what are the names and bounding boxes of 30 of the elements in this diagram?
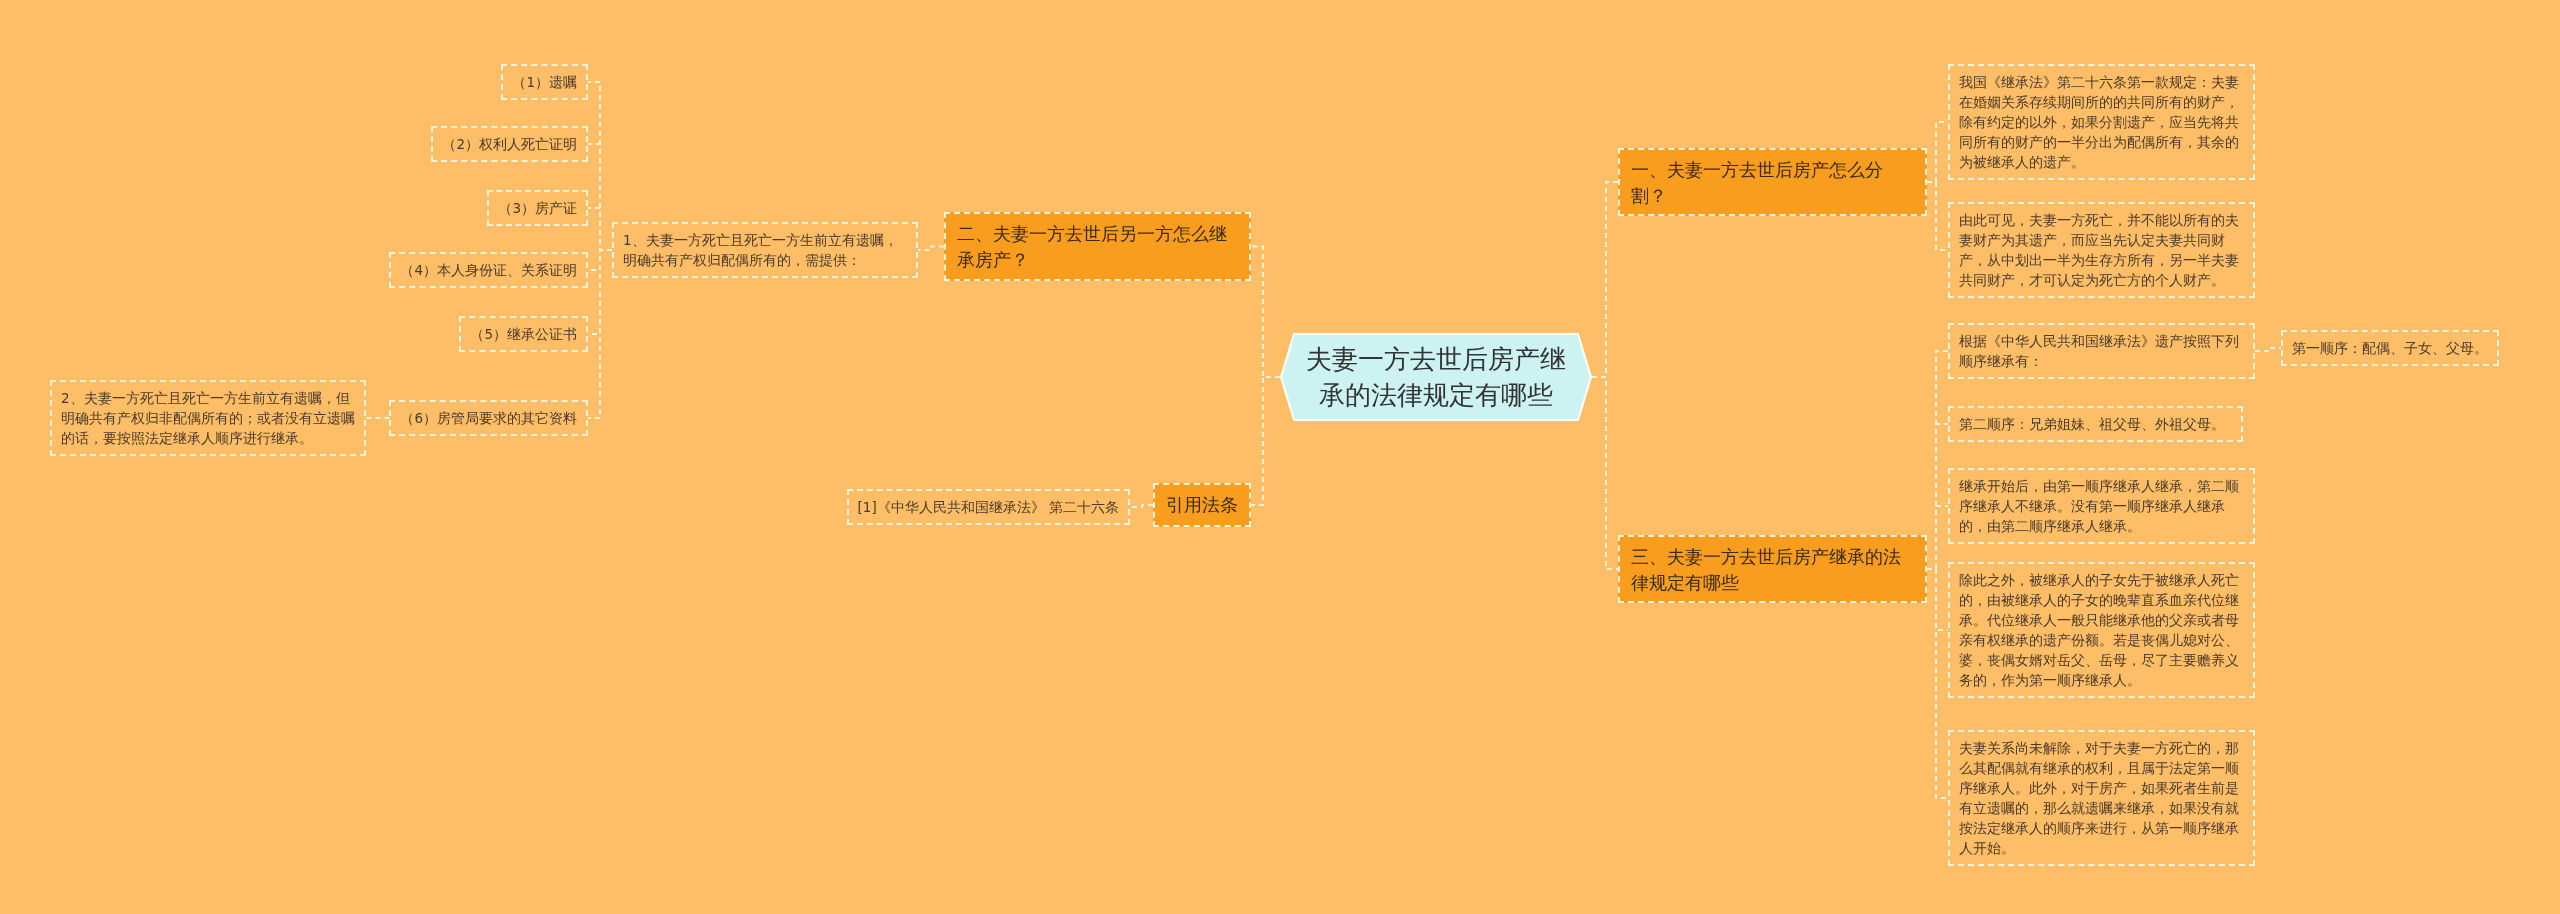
note-box: 第一顺序：配偶、子女、父母。 [2281, 330, 2499, 366]
topic-box: 二、夫妻一方去世后另一方怎么继承房产？ [944, 212, 1251, 281]
topic-box: 一、夫妻一方去世后房产怎么分割？ [1618, 148, 1927, 216]
connector-line [1926, 568, 1949, 799]
note-box: 继承开始后，由第一顺序继承人继承，第二顺序继承人不继承。没有第一顺序继承人继承的，由第二顺序继承人继承。 [1948, 468, 2255, 544]
note-box: 1、夫妻一方死亡且死亡一方生前立有遗嘱，明确共有产权归配偶所有的，需提供： [612, 222, 918, 278]
note-box: （6）房管局要求的其它资料 [389, 400, 588, 436]
connector-line [1591, 376, 1619, 570]
note-box: 我国《继承法》第二十六条第一款规定：夫妻在婚姻关系存续期间所的的共同所有的财产，除有约定的以外，如果分割遗产，应当先将共同所有的财产的一半分出为配偶所有，其余的为被继承人的遗产。 [1948, 64, 2255, 180]
note-box: 根据《中华人民共和国继承法》遗产按照下列顺序继承有： [1948, 323, 2255, 379]
note-box: （4）本人身份证、关系证明 [389, 252, 588, 288]
topic-box: 三、夫妻一方去世后房产继承的法律规定有哪些 [1618, 535, 1927, 603]
note-box: （3）房产证 [487, 190, 588, 226]
connector-line [365, 417, 391, 419]
central-topic-hexagon: 夫妻一方去世后房产继承的法律规定有哪些 [1280, 333, 1592, 421]
connector-line [1250, 376, 1281, 506]
note-box: 除此之外，被继承人的子女先于被继承人死亡的，由被继承人的子女的晚辈直系血亲代位继承。代位继承人一般只能继承他的父亲或者母亲有权继承的遗产份额。若是丧偶儿媳对公、婆，丧偶女婿对岳父、岳母，尽了主要赡养义务的，作为第一顺序继承人。 [1948, 562, 2255, 698]
note-box: 夫妻关系尚未解除，对于夫妻一方死亡的，那么其配偶就有继承的权利，且属于法定第一顺序继承人。此外，对于房产，如果死者生前是有立遗嘱的，那么就遗嘱来继承，如果没有就按法定继承人的顺序来进行，从第一顺序继承人开始。 [1948, 730, 2255, 866]
note-box: （5）继承公证书 [459, 316, 588, 352]
note-box: 2、夫妻一方死亡且死亡一方生前立有遗嘱，但明确共有产权归非配偶所有的；或者没有立遗嘱的话，要按照法定继承人顺序进行继承。 [50, 380, 366, 456]
connector-line [1129, 504, 1154, 508]
topic-box: 引用法条 [1153, 483, 1251, 527]
connector-line [587, 249, 613, 419]
note-box: 第二顺序：兄弟姐妹、祖父母、外祖父母。 [1948, 406, 2243, 442]
connector-line [2254, 347, 2282, 352]
note-box: [1]《中华人民共和国继承法》 第二十六条 [846, 489, 1130, 525]
note-box: 由此可见，夫妻一方死亡，并不能以所有的夫妻财产为其遗产，而应当先认定夫妻共同财产，从中划出一半为生存方所有，另一半夫妻共同财产，才可认定为死亡方的个人财产。 [1948, 202, 2255, 298]
note-box: （2）权利人死亡证明 [431, 126, 588, 162]
note-box: （1）遗嘱 [501, 64, 588, 100]
connector-line [917, 245, 945, 251]
